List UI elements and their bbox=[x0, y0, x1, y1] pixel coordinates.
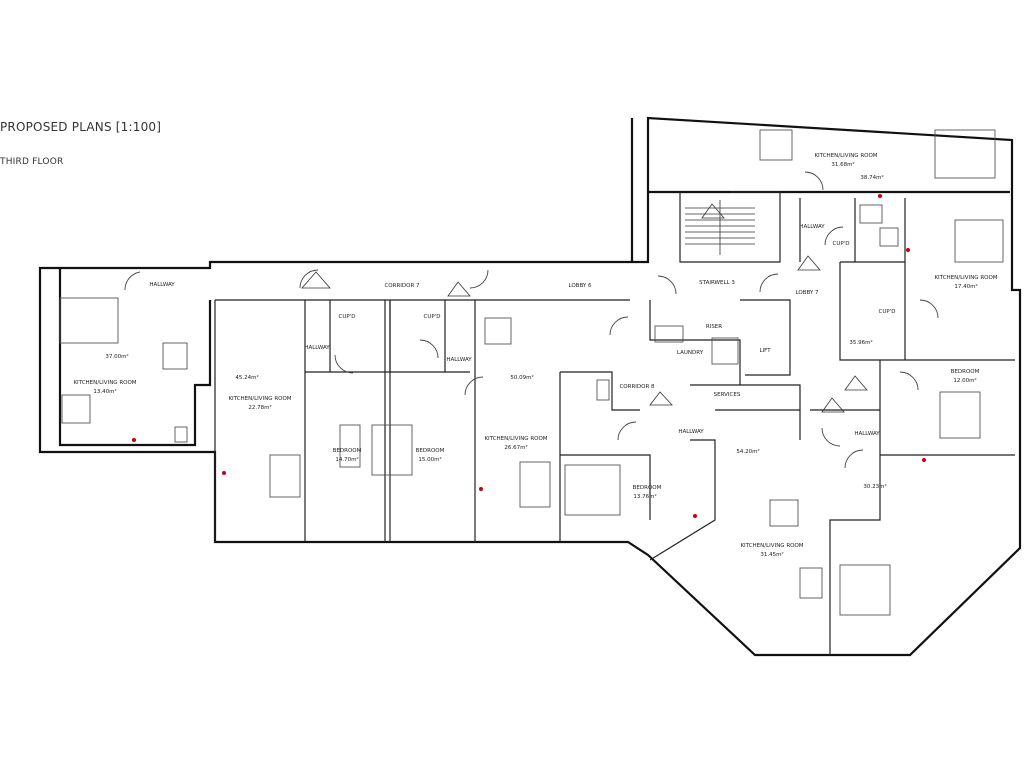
ne-wing-wall bbox=[630, 118, 1010, 262]
room-name-k-3: KITCHEN/LIVING ROOM bbox=[484, 436, 547, 442]
label-hallway-s: HALLWAY bbox=[678, 429, 704, 435]
label-lobby6: LOBBY 6 bbox=[568, 283, 592, 289]
apt-area-2: 45.24m² bbox=[235, 374, 258, 381]
apt-area-3: 50.09m² bbox=[510, 374, 533, 381]
label-lift: LIFT bbox=[759, 348, 771, 354]
stair-hatching bbox=[685, 200, 755, 255]
partition bbox=[560, 371, 651, 520]
room-area-k-ne: 31.68m² bbox=[831, 161, 854, 168]
apt-area-s: 54.20m² bbox=[736, 448, 759, 455]
partition bbox=[679, 191, 781, 263]
room-area-bed-a: 14.70m² bbox=[335, 456, 358, 463]
west-wing-wall bbox=[58, 268, 212, 447]
label-laundry: LAUNDRY bbox=[677, 350, 704, 356]
room-name-k-2: KITCHEN/LIVING ROOM bbox=[228, 396, 291, 402]
apt-area-w: 37.00m² bbox=[105, 353, 128, 360]
room-area-bed-e: 12.00m² bbox=[953, 377, 976, 384]
room-area-k-2: 22.78m² bbox=[248, 404, 271, 411]
label-cupd-b: CUP'D bbox=[424, 314, 441, 320]
room-name-k-e: KITCHEN/LIVING ROOM bbox=[934, 275, 997, 281]
room-area-bed-b: 15.00m² bbox=[418, 456, 441, 463]
room-name-k-s: KITCHEN/LIVING ROOM bbox=[740, 543, 803, 549]
room-name-k-ne: KITCHEN/LIVING ROOM bbox=[814, 153, 877, 159]
room-area-k-w: 13.40m² bbox=[93, 388, 116, 395]
apt-area-se: 30.23m² bbox=[863, 483, 886, 490]
room-name-bed-b: BEDROOM bbox=[416, 448, 445, 454]
label-cupd-e: CUP'D bbox=[879, 309, 896, 315]
outer-wall bbox=[38, 116, 1022, 657]
label-hallway-ne: HALLWAY bbox=[799, 224, 825, 230]
partition bbox=[649, 409, 801, 561]
label-hallway-3: HALLWAY bbox=[446, 357, 472, 363]
label-cupd-a: CUP'D bbox=[339, 314, 356, 320]
plan-title: PROPOSED PLANS [1:100] bbox=[0, 120, 162, 134]
label-stairwell3: STAIRWELL 3 bbox=[699, 280, 735, 286]
apt-area-e: 35.96m² bbox=[849, 339, 872, 346]
label-hallway-2: HALLWAY bbox=[304, 345, 330, 351]
detector-marks bbox=[132, 194, 926, 518]
room-name-bed-c: BEDROOM bbox=[633, 485, 662, 491]
label-hallway-w: HALLWAY bbox=[149, 282, 175, 288]
label-corridor7: CORRIDOR 7 bbox=[384, 283, 420, 289]
label-hallway-se: HALLWAY bbox=[854, 431, 880, 437]
room-area-k-s: 31.45m² bbox=[760, 551, 783, 558]
partition bbox=[649, 299, 801, 410]
label-services: SERVICES bbox=[714, 392, 741, 398]
label-corridor8: CORRIDOR 8 bbox=[619, 384, 655, 390]
room-name-bed-e: BEDROOM bbox=[951, 369, 980, 375]
apt-area-ne: 38.74m² bbox=[860, 174, 883, 181]
furniture bbox=[59, 129, 1004, 616]
label-lobby7: LOBBY 7 bbox=[795, 290, 819, 296]
partition bbox=[214, 299, 630, 542]
room-area-k-3: 26.67m² bbox=[504, 444, 527, 451]
door-swings bbox=[124, 171, 939, 469]
partition bbox=[810, 360, 1015, 655]
room-name-bed-a: BEDROOM bbox=[333, 448, 362, 454]
label-cupd-ne: CUP'D bbox=[833, 241, 850, 247]
label-riser: RISER bbox=[706, 324, 722, 330]
room-name-k-w: KITCHEN/LIVING ROOM bbox=[73, 380, 136, 386]
room-area-k-e: 17.40m² bbox=[954, 283, 977, 290]
partition bbox=[799, 198, 1015, 361]
partition bbox=[305, 300, 470, 373]
floor-subtitle: THIRD FLOOR bbox=[0, 157, 64, 167]
room-area-bed-c: 13.76m² bbox=[633, 493, 656, 500]
